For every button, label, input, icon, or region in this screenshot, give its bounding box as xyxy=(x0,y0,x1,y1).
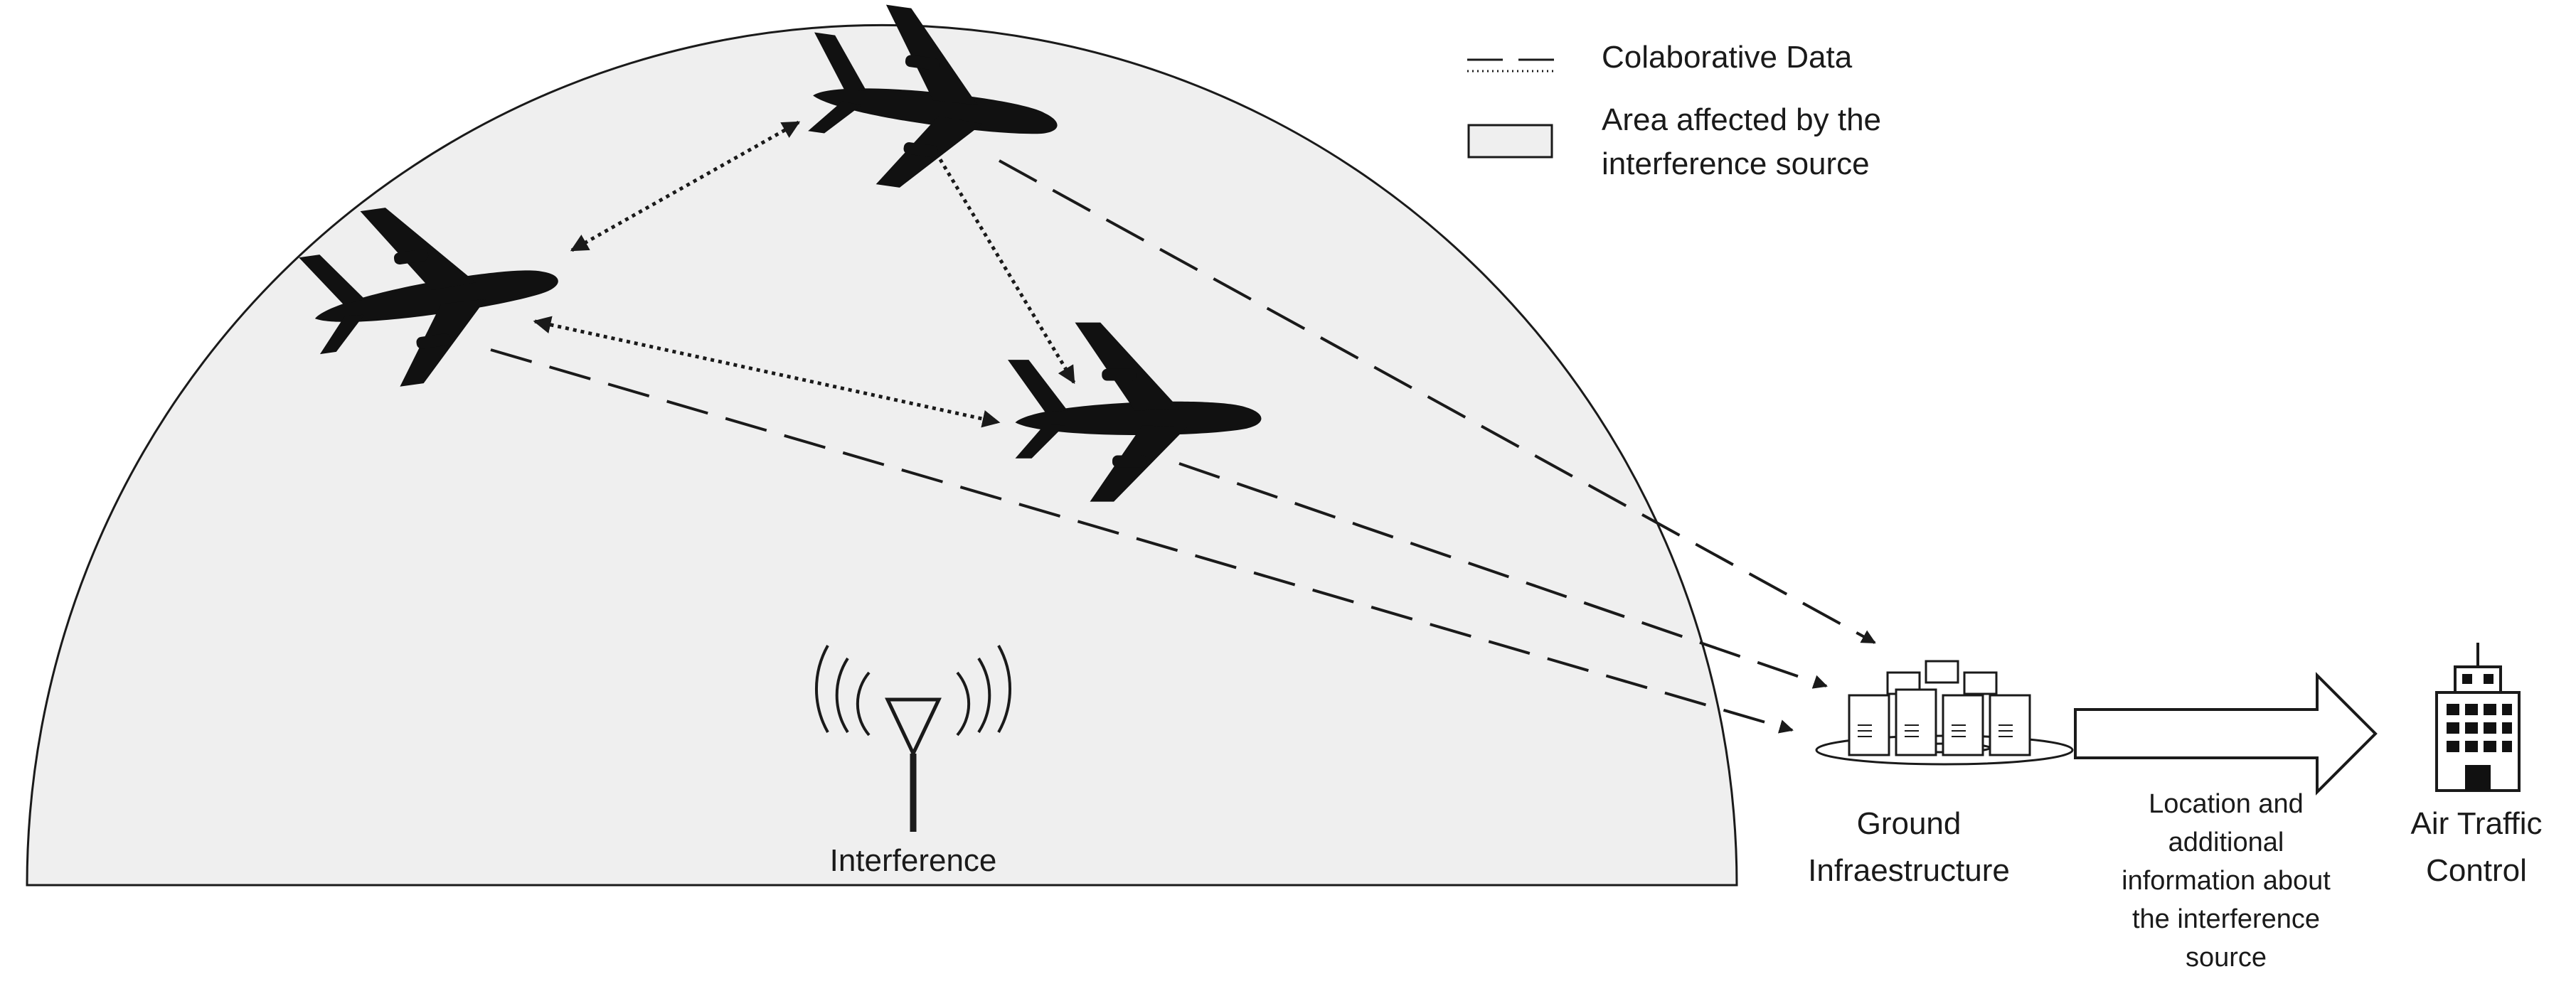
legend-area-label-line1: Area affected by the xyxy=(1602,102,1882,137)
link-plane1-plane3 xyxy=(926,137,1076,385)
interference-label: Interference xyxy=(829,843,997,878)
info-label-line4: the interference xyxy=(2131,904,2321,934)
ground-infrastructure-label-line1: Ground xyxy=(1856,806,1962,841)
control-tower-icon xyxy=(2435,643,2521,792)
information-arrow xyxy=(2074,672,2378,796)
server-cluster-icon xyxy=(1815,660,2074,766)
link-plane2-ground xyxy=(490,348,1794,734)
info-label-line2: additional xyxy=(2168,828,2284,857)
link-plane3-ground xyxy=(1178,462,1828,689)
legend-area-swatch xyxy=(1467,124,1553,159)
antenna-icon xyxy=(814,645,1012,832)
info-label-line1: Location and xyxy=(2149,789,2304,819)
info-label-line3: information about xyxy=(2122,866,2331,896)
legend-collaborative-data-label: Colaborative Data xyxy=(1602,40,1853,75)
legend-area-label-line2: interference source xyxy=(1602,146,1870,181)
info-label-line5: source xyxy=(2185,943,2267,973)
ground-infrastructure-label-line2: Infraestructure xyxy=(1808,853,2010,888)
collaborative-links xyxy=(533,120,1076,428)
link-plane2-plane3 xyxy=(533,316,1001,428)
atc-label-line1: Air Traffic xyxy=(2410,806,2543,841)
affected-area xyxy=(26,23,1738,887)
atc-label-line2: Control xyxy=(2426,853,2527,888)
ground-links xyxy=(490,159,1876,734)
link-plane1-ground xyxy=(999,159,1876,644)
